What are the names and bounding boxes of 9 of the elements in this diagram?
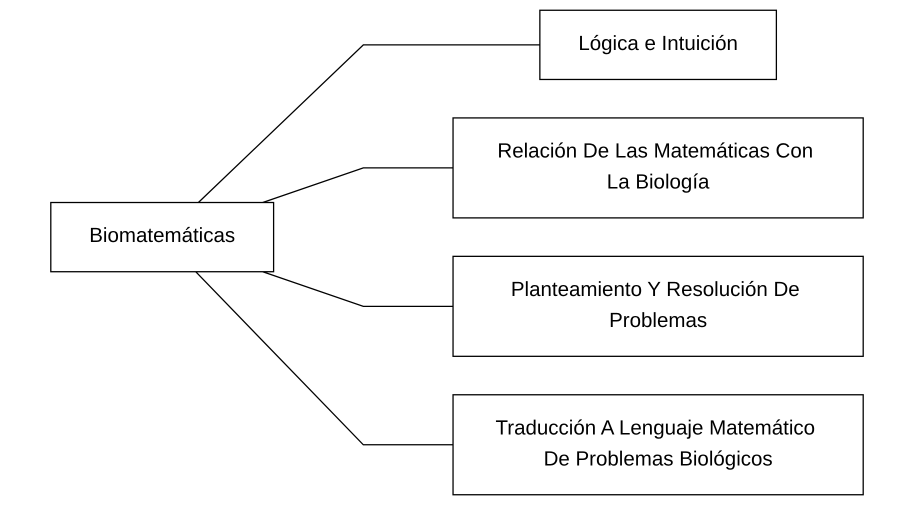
node-box: Planteamiento Y Resolución De Problemas <box>452 256 864 357</box>
connector <box>262 271 454 307</box>
node-box: Biomatemáticas <box>50 202 274 272</box>
connector <box>198 44 540 203</box>
node-box: Traducción A Lenguaje Matemático De Problemas Biológicos <box>452 394 864 496</box>
connector <box>195 271 454 446</box>
node-box: Relación De Las Matemáticas Con La Biología <box>452 117 864 219</box>
connector <box>262 167 454 204</box>
node-box: Lógica e Intuición <box>539 10 778 80</box>
